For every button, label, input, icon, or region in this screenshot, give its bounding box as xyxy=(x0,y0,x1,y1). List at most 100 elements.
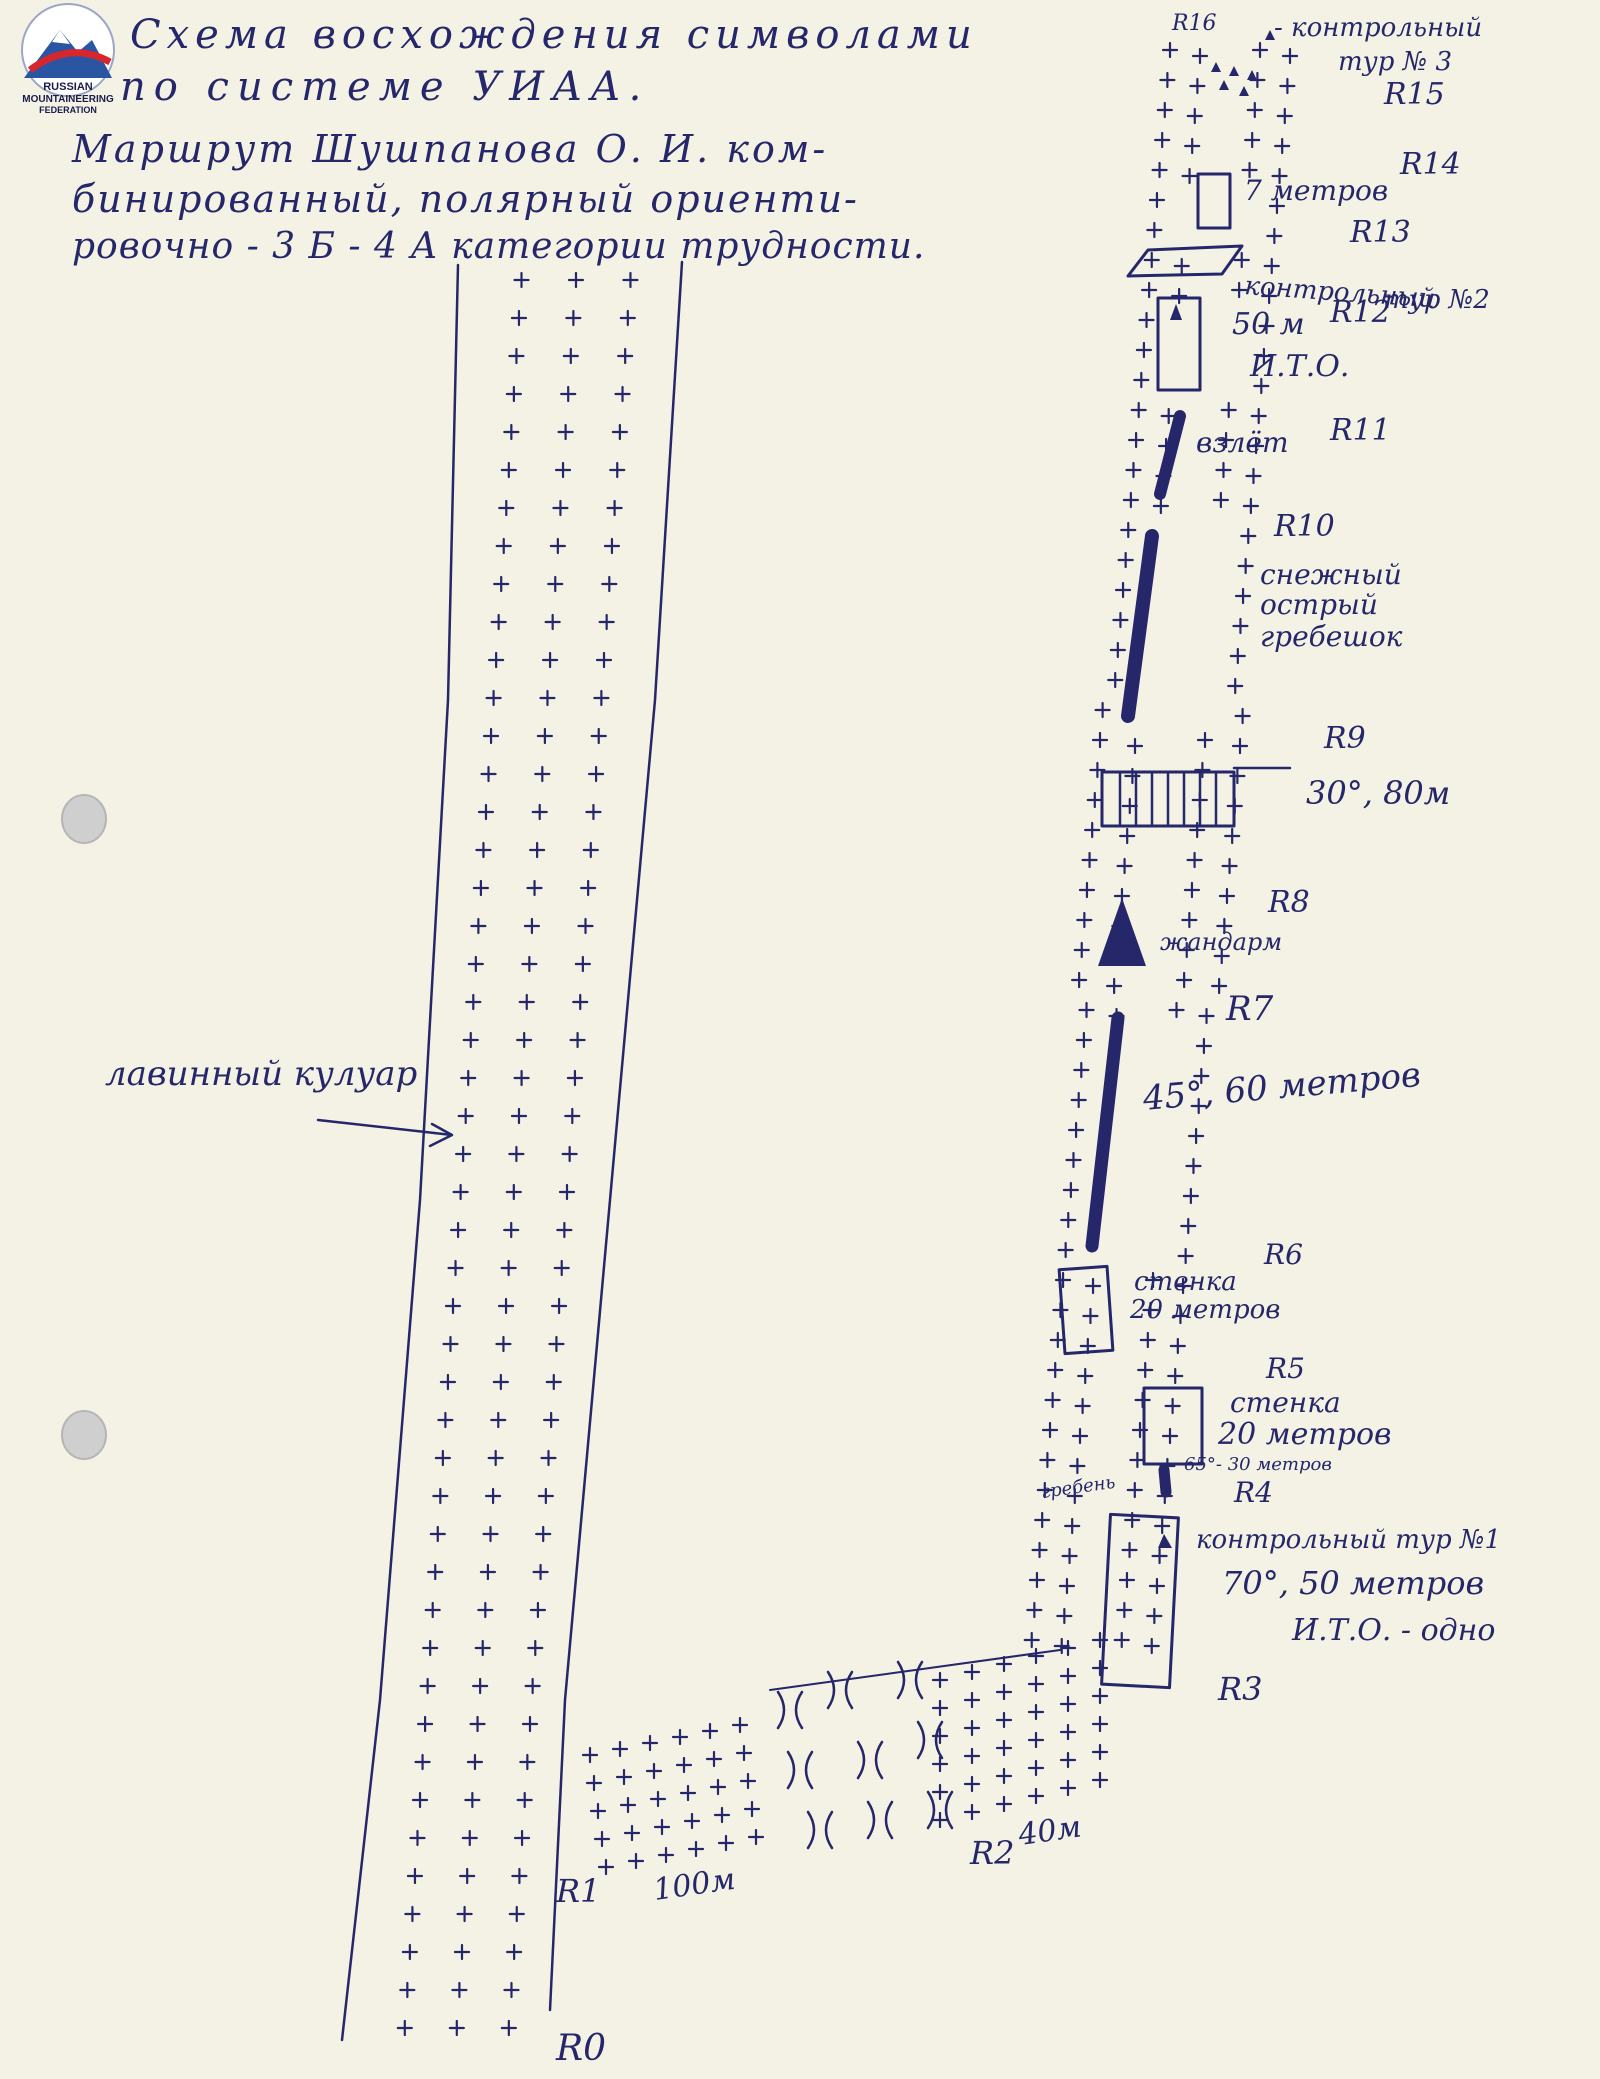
route-column xyxy=(1023,30,1299,1690)
cross-mark xyxy=(1125,461,1142,479)
cross-mark xyxy=(1139,1331,1156,1349)
cross-mark xyxy=(1181,911,1198,929)
cross-mark xyxy=(1146,221,1163,239)
cross-mark xyxy=(535,1525,552,1543)
cross-mark xyxy=(569,1031,586,1049)
cross-mark xyxy=(1253,377,1270,395)
cross-mark xyxy=(503,1221,520,1239)
label-dist-100: 100м xyxy=(651,1862,737,1908)
control-tour-1-marker xyxy=(1158,1534,1172,1548)
cross-mark xyxy=(460,1069,477,1087)
cross-mark xyxy=(1109,641,1126,659)
cross-mark xyxy=(470,917,487,935)
cross-mark xyxy=(606,499,623,517)
label-r10: R10 xyxy=(1273,509,1335,544)
cross-mark xyxy=(1182,1187,1199,1205)
cross-mark xyxy=(1195,1037,1213,1055)
cross-mark xyxy=(1059,1723,1077,1741)
cross-mark xyxy=(508,1905,525,1923)
header-line-2: по системе УИАА. xyxy=(120,64,649,110)
cross-mark xyxy=(1151,1547,1168,1565)
cross-mark xyxy=(1059,1639,1077,1657)
cross-mark xyxy=(521,955,538,973)
cross-mark xyxy=(508,1145,525,1163)
cross-mark xyxy=(1156,101,1173,119)
label-r4: R4 xyxy=(1233,1476,1273,1509)
cross-mark xyxy=(444,1297,462,1315)
cross-mark xyxy=(963,1663,981,1681)
cross-mark xyxy=(1161,41,1179,59)
label-ito-1: И.Т.О. - одно xyxy=(1291,1613,1495,1648)
cross-mark xyxy=(1106,977,1123,995)
cross-mark xyxy=(1075,1031,1093,1049)
label-snow-ridge-1: снежный xyxy=(1260,558,1402,591)
cross-mark xyxy=(1173,257,1190,275)
cross-mark xyxy=(1232,617,1249,635)
cross-mark xyxy=(534,765,551,783)
cross-mark xyxy=(1221,857,1238,875)
cross-mark xyxy=(1127,431,1145,449)
cross-mark xyxy=(1089,761,1106,779)
cross-mark xyxy=(1071,1427,1089,1445)
cross-mark xyxy=(735,1744,753,1762)
cross-mark xyxy=(1027,1675,1045,1693)
header-line-1: Схема восхождения символами xyxy=(130,12,978,58)
cross-mark xyxy=(1130,401,1147,419)
cross-mark xyxy=(474,1639,491,1657)
label-control-tour-3b: тур № 3 xyxy=(1338,47,1452,77)
cross-mark xyxy=(484,1487,502,1505)
cross-mark xyxy=(536,727,553,745)
cross-mark xyxy=(518,993,535,1011)
logo-line-2: MOUNTAINEERING xyxy=(22,94,114,105)
cross-mark xyxy=(1060,1211,1077,1229)
cross-mark xyxy=(1151,161,1168,179)
cross-mark xyxy=(464,1791,481,1809)
cross-mark xyxy=(475,841,492,859)
label-snow-ridge-2: острый xyxy=(1260,588,1378,621)
cross-mark xyxy=(1218,887,1236,905)
cross-mark xyxy=(590,727,607,745)
cross-mark xyxy=(556,1221,573,1239)
cross-mark xyxy=(649,1790,667,1808)
cross-mark xyxy=(442,1335,459,1353)
label-meters-7: 7 метров xyxy=(1244,174,1388,207)
cross-mark xyxy=(1028,1571,1046,1589)
cross-mark xyxy=(490,1411,507,1429)
cross-mark xyxy=(409,1829,426,1847)
label-r15: R15 xyxy=(1383,77,1445,112)
cross-mark xyxy=(713,1806,731,1824)
cross-mark xyxy=(580,879,597,897)
cross-mark xyxy=(622,271,639,289)
route-labels: R0 R1 100м R2 40м R3 контрольный тур №1 … xyxy=(555,11,1501,2069)
cross-mark xyxy=(619,1796,637,1814)
cross-mark xyxy=(523,917,541,935)
label-r7: R7 xyxy=(1225,989,1274,1029)
label-wall-1-len: 20 метров xyxy=(1129,1295,1280,1325)
cross-mark xyxy=(572,993,589,1011)
cross-mark xyxy=(963,1719,981,1737)
cross-mark xyxy=(1196,731,1214,749)
cross-mark xyxy=(469,1715,486,1733)
cross-mark xyxy=(1034,1511,1051,1529)
bracket-mark xyxy=(776,1690,804,1730)
cross-mark xyxy=(1056,1607,1073,1625)
cross-mark xyxy=(747,1828,765,1846)
cross-mark xyxy=(1242,497,1259,515)
cross-mark xyxy=(455,1145,472,1163)
cross-mark xyxy=(547,575,564,593)
cross-mark xyxy=(611,423,628,441)
cross-mark xyxy=(739,1772,757,1790)
cross-mark xyxy=(1117,551,1134,569)
cross-mark xyxy=(641,1734,659,1752)
cross-mark xyxy=(609,461,626,479)
cross-mark xyxy=(1148,1577,1166,1595)
snow-ridge xyxy=(1121,529,1159,723)
label-slope-30: 30°, 80м xyxy=(1306,774,1450,812)
cross-mark xyxy=(1187,1127,1205,1145)
cross-mark xyxy=(597,1858,615,1876)
cross-mark xyxy=(493,575,510,593)
cross-mark xyxy=(1212,491,1229,509)
cross-mark xyxy=(1180,1217,1197,1235)
cross-mark xyxy=(529,841,546,859)
cross-mark xyxy=(995,1683,1013,1701)
